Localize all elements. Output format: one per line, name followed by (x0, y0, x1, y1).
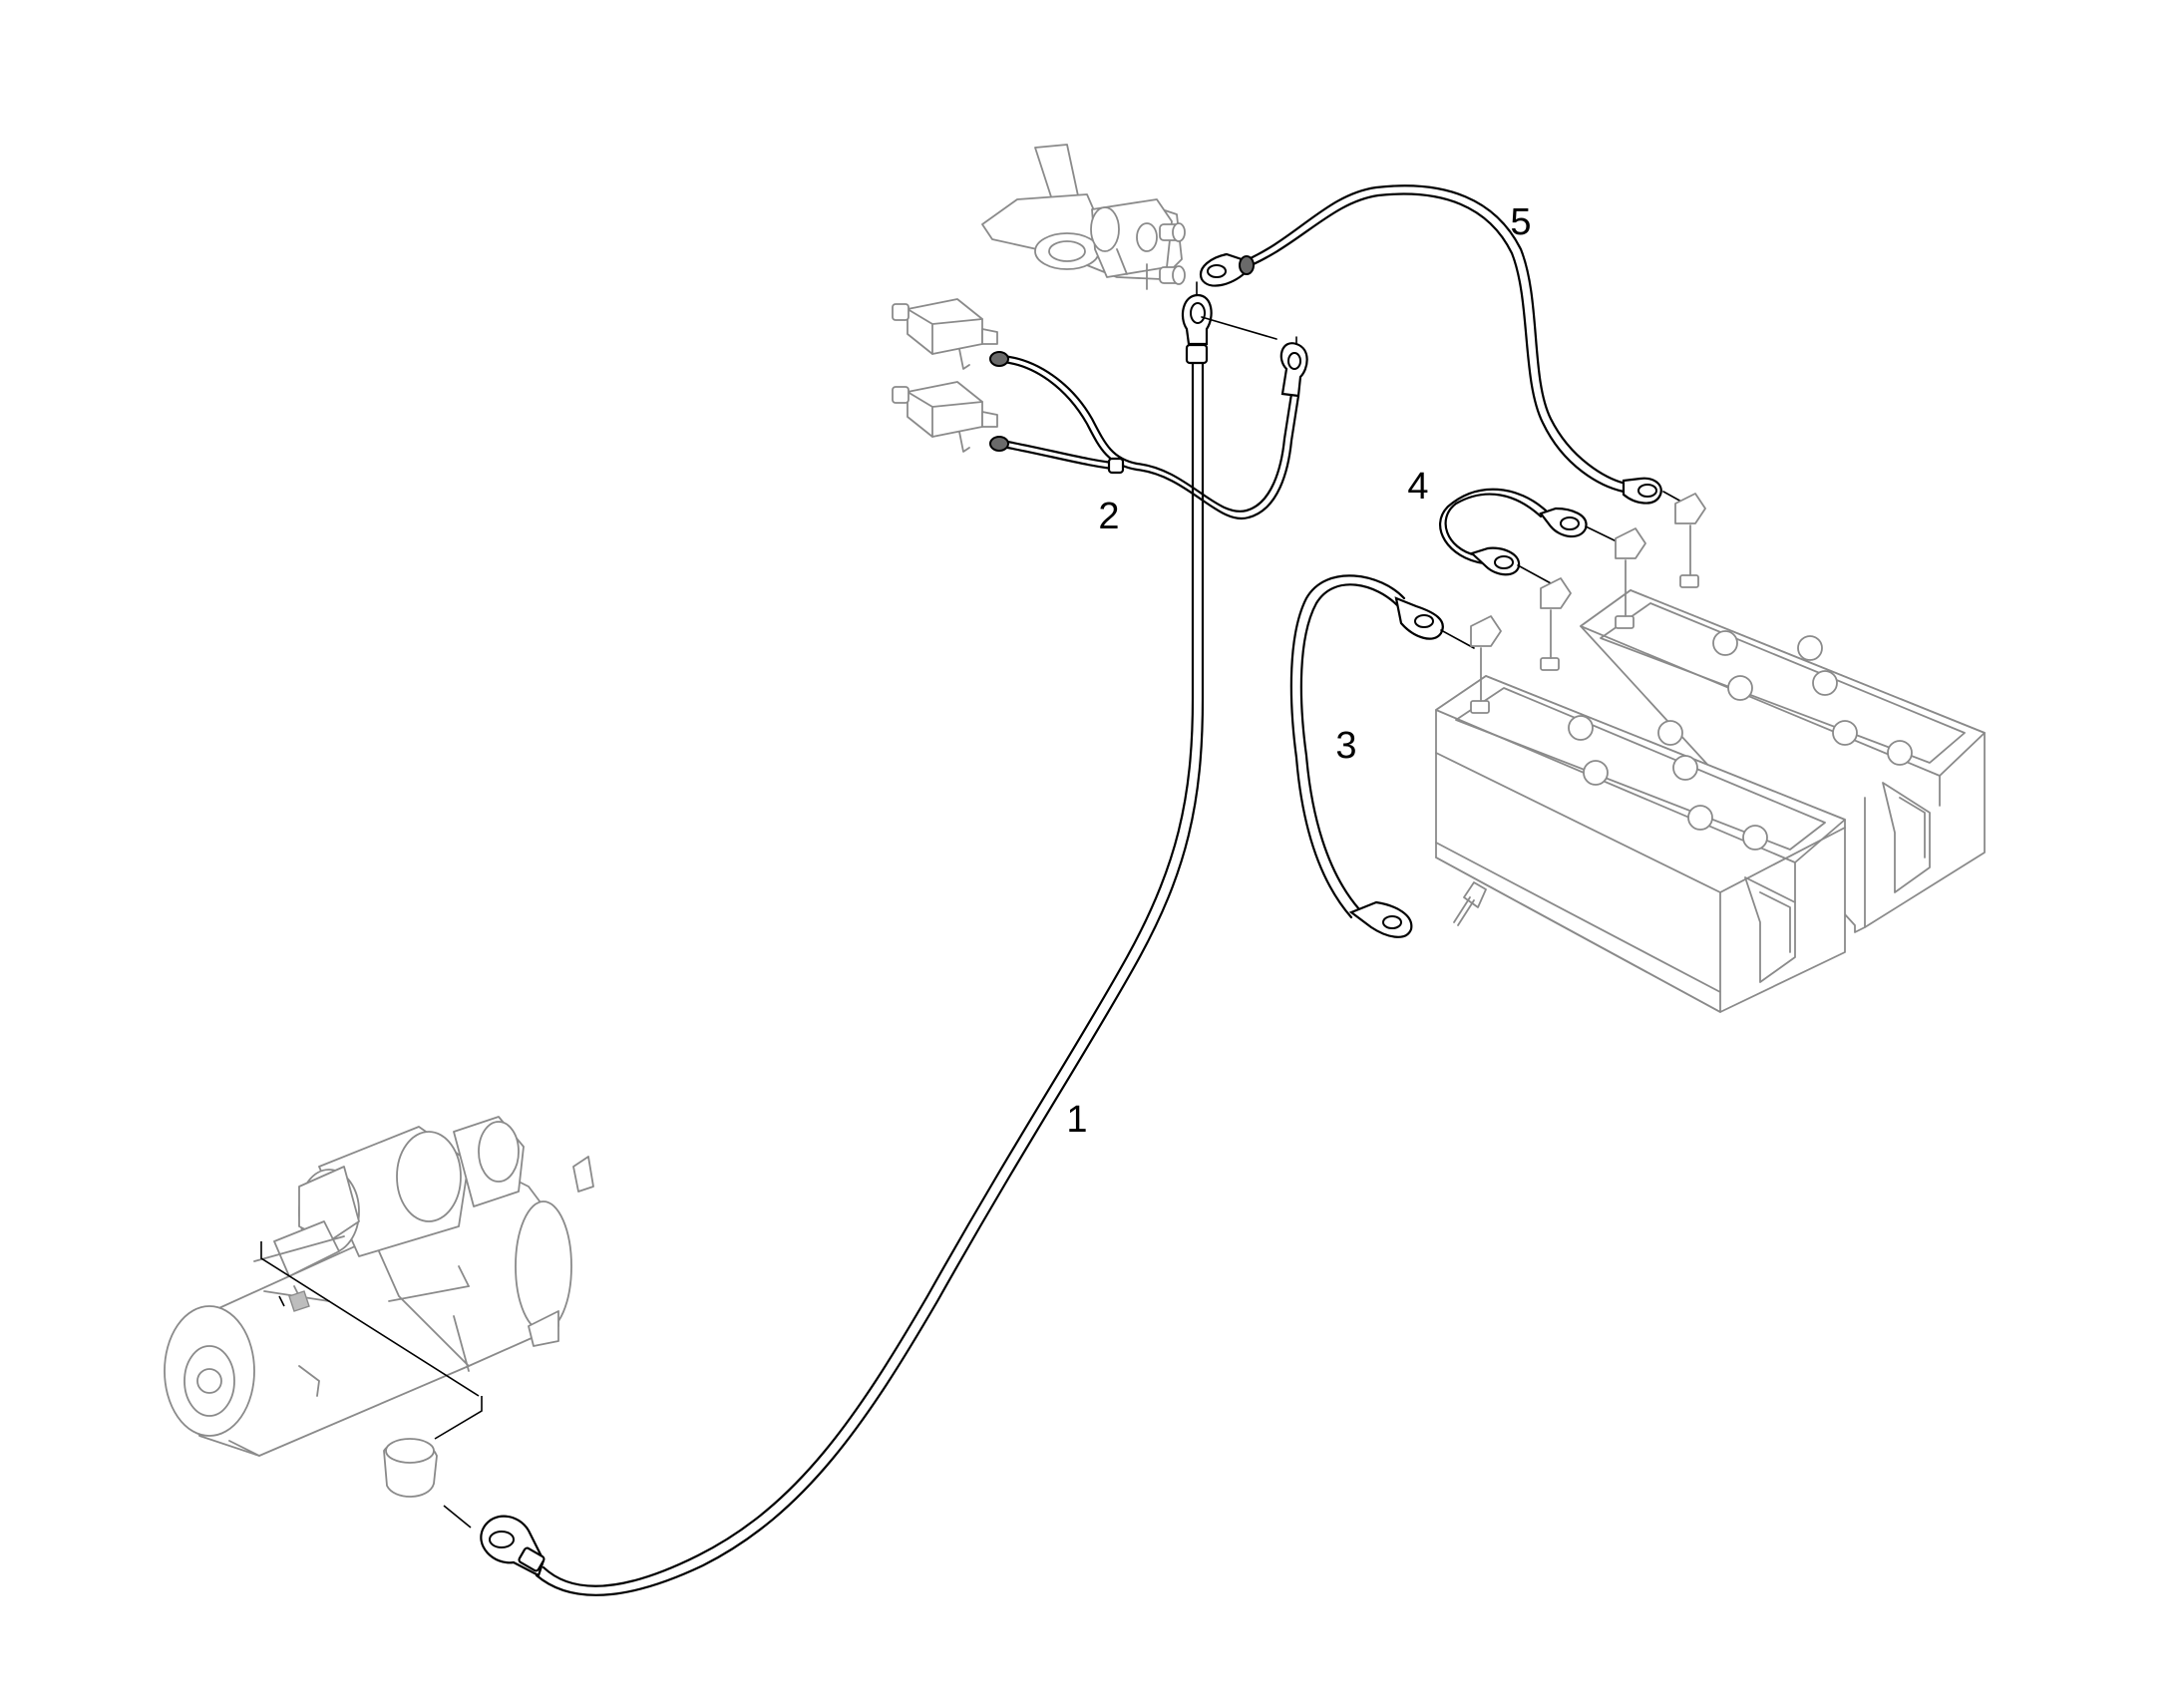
fuse-holder-lower (892, 381, 998, 453)
connection-line (1196, 281, 1277, 340)
cable-5 (1199, 184, 1691, 508)
callout-1: 1 (1066, 1099, 1087, 1141)
callout-2: 2 (1098, 496, 1119, 537)
cable-1 (383, 293, 1213, 1596)
connection-line (260, 1241, 480, 1397)
battery-main-switch (981, 144, 1186, 290)
callout-4: 4 (1407, 466, 1428, 508)
starter-motor (164, 1116, 594, 1457)
battery-rear (1580, 493, 1986, 933)
cable-3 (1289, 574, 1475, 938)
battery-front (1435, 524, 1846, 1013)
fuse-holder-upper (892, 298, 998, 370)
cable-4 (1438, 488, 1622, 584)
connection-line (278, 1295, 285, 1307)
callout-5: 5 (1510, 201, 1531, 243)
cable-2 (989, 336, 1308, 520)
callout-3: 3 (1335, 725, 1356, 767)
